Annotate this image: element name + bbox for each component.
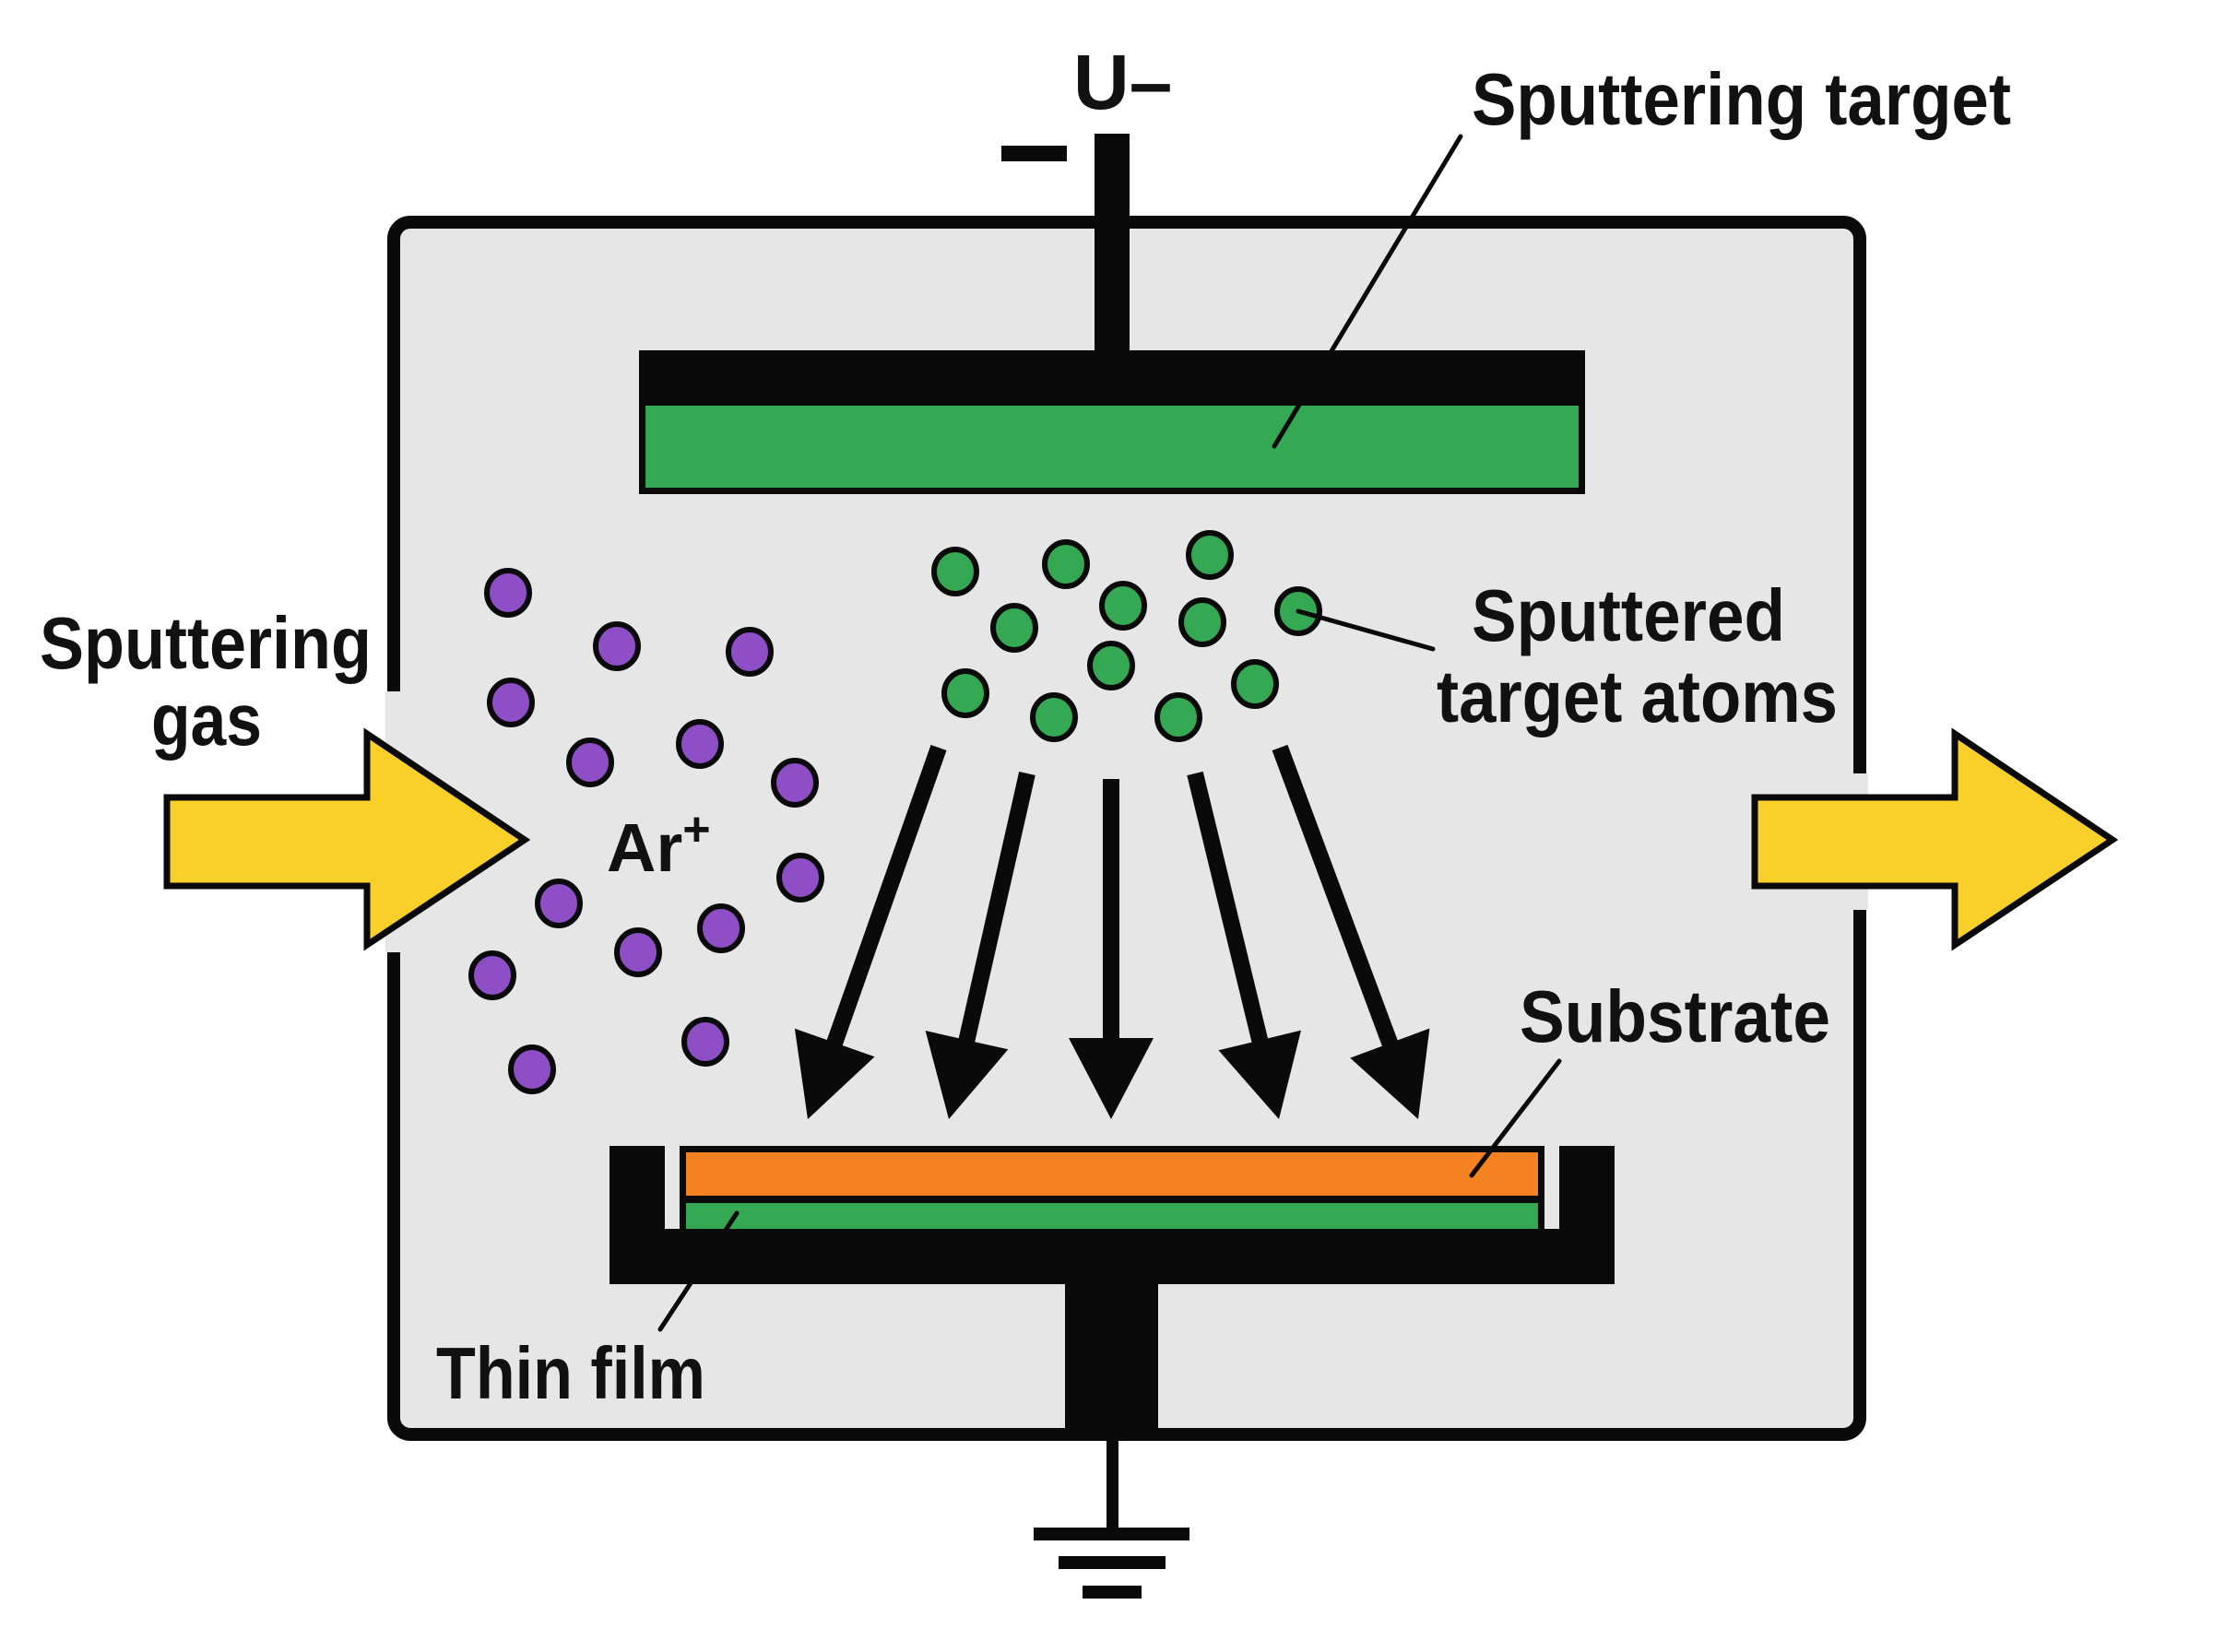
ground-symbol [1034,1434,1189,1599]
ar-ion-particle [697,903,745,953]
ar-ion-particle [508,1044,556,1094]
ar-ion-particle [468,950,516,1000]
label-sputtering-gas-line2: gas [151,678,262,761]
target-material [645,406,1579,488]
ground-line-2 [1059,1556,1166,1569]
holder-base [609,1229,1615,1284]
gas-outlet-arrow [1751,727,2119,951]
label-substrate: Substrate [1520,975,1830,1057]
substrate [686,1152,1538,1196]
label-sputtering-gas-line1: Sputtering [40,602,372,684]
ar-ion-particle [681,1017,729,1067]
ion-charge: + [682,803,710,856]
deposition-arrow [1272,744,1430,1119]
negative-terminal: U– [1001,39,1172,355]
sputtered-atom-particle [990,603,1038,653]
ar-ion-particle [771,758,819,808]
ar-ion-particle [535,879,583,928]
voltage-label: U– [1073,39,1172,125]
sputtered-atom-particle [1231,659,1279,709]
deposition-arrow [794,745,947,1119]
sputtered-atom-particle [941,668,989,718]
ar-ion-particle [776,853,824,903]
deposition-arrow [1187,771,1301,1119]
holder-stem [1065,1281,1158,1441]
ar-ion-particle [614,927,662,977]
minus-sign-icon [1001,146,1067,161]
ion-symbol: Ar [607,809,682,886]
sputtered-atom-particle [1087,641,1135,690]
sputtered-atom-particle [1178,597,1226,647]
ar-ion-particle [487,678,535,727]
ar-ion-particle [593,621,641,671]
deposition-arrow [1069,779,1154,1119]
sputtered-atom-particle [1099,581,1147,631]
ar-ion-particle [676,719,724,769]
sputtered-atom-cloud [931,530,1322,742]
leader-thin-film [657,1210,740,1332]
ar-ion-cloud [468,568,824,1094]
sputtered-atom-particle [1186,530,1234,580]
sputtered-atom-particle [931,547,979,596]
ar-ion-particle [566,738,614,787]
terminal-stem [1095,134,1130,355]
leader-lines [657,134,1562,1332]
sputtered-atom-particle [1042,539,1090,589]
label-sputtered-atoms-line2: target atoms [1437,655,1838,738]
substrate-holder [609,1146,1615,1441]
label-sputtered-atoms-line1: Sputtered [1472,574,1785,656]
label-ar-ion: Ar+ [607,803,711,886]
sputtered-atom-particle [1030,692,1078,742]
ground-line-3 [1083,1586,1142,1599]
leader-sputtering-target [1272,134,1463,449]
ar-ion-particle [726,627,774,677]
thin-film [686,1203,1538,1229]
label-sputtering-target: Sputtering target [1472,58,2011,140]
leader-substrate [1469,1058,1562,1178]
gas-inlet-arrow [163,727,531,951]
sputtering-target-cathode [639,350,1585,494]
ar-ion-particle [484,568,532,618]
deposition-arrows [794,744,1430,1119]
sputtered-atom-particle [1154,692,1202,742]
deposition-arrow [925,772,1035,1119]
ground-line-1 [1034,1528,1189,1540]
leader-sputtered-atoms [1296,608,1436,652]
ground-wire [1106,1434,1118,1530]
label-thin-film: Thin film [436,1332,705,1414]
